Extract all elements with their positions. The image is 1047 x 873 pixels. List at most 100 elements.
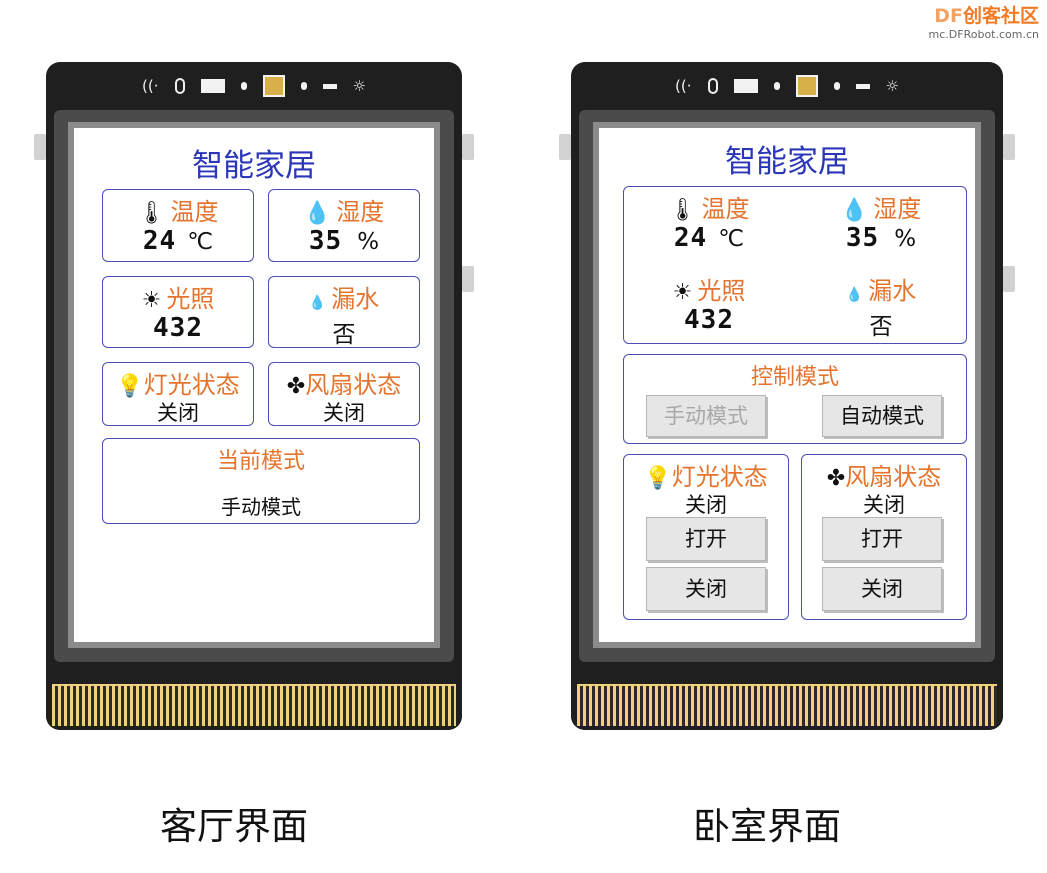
side-button bbox=[559, 134, 571, 160]
lamp-label: 灯光状态 bbox=[671, 463, 768, 491]
connector-pins bbox=[577, 686, 997, 726]
side-button bbox=[1003, 134, 1015, 160]
screen-bezel: 智能家居 🌡 温度 24 ℃ 💧 湿度 bbox=[579, 110, 995, 662]
edge-connector bbox=[571, 670, 1003, 730]
sensor-dot-icon bbox=[300, 82, 307, 90]
temperature-unit: ℃ bbox=[187, 229, 214, 255]
living-room-screen: 智能家居 🌡 温度 24 ℃ 💧 湿度 bbox=[74, 128, 434, 642]
light-value: 432 bbox=[684, 305, 734, 335]
side-button bbox=[1003, 266, 1015, 292]
light-panel: ☀ 光照 432 bbox=[102, 276, 254, 348]
humidity-value: 35 bbox=[845, 223, 880, 253]
lamp-label: 灯光状态 bbox=[143, 371, 240, 399]
humidity-unit: % bbox=[357, 229, 380, 255]
side-button bbox=[34, 134, 46, 160]
auto-mode-button[interactable]: 自动模式 bbox=[822, 395, 942, 437]
bedroom-device: ((· ☼ 智能家居 🌡 温度 24 ℃ bbox=[559, 62, 1015, 730]
current-mode-label: 当前模式 bbox=[216, 449, 305, 474]
sensor-panel: 🌡 温度 24 ℃ 💧 湿度 35 % bbox=[623, 186, 967, 344]
bedroom-screen: 智能家居 🌡 温度 24 ℃ 💧 湿度 bbox=[599, 128, 975, 642]
current-mode-value: 手动模式 bbox=[221, 495, 301, 519]
manual-mode-button[interactable]: 手动模式 bbox=[646, 395, 766, 437]
sensor-dot-icon bbox=[240, 82, 247, 90]
wireless-icon: ((· bbox=[142, 77, 159, 95]
humidity-label: 湿度 bbox=[873, 195, 922, 223]
watermark-url: mc.DFRobot.com.cn bbox=[928, 28, 1039, 41]
leak-label: 漏水 bbox=[868, 277, 917, 305]
humidity-value: 35 bbox=[308, 226, 343, 256]
connector-pins bbox=[52, 686, 456, 726]
sensor-bar: ((· ☼ bbox=[571, 62, 1003, 110]
leak-value: 否 bbox=[332, 322, 356, 348]
thermometer-icon: 🌡 bbox=[137, 201, 166, 226]
side-button bbox=[462, 266, 474, 292]
drops-icon: 💧 bbox=[308, 295, 327, 311]
watermark-brand: 创客社区 bbox=[962, 5, 1039, 27]
temperature-unit: ℃ bbox=[718, 226, 745, 252]
screen-frame: 智能家居 🌡 温度 24 ℃ 💧 湿度 bbox=[593, 122, 981, 648]
rgb-led-icon bbox=[795, 75, 818, 97]
bulb-icon: 💡 bbox=[644, 466, 672, 491]
rgb-led-icon bbox=[262, 75, 285, 97]
watermark: DF创客社区 mc.DFRobot.com.cn bbox=[929, 4, 1039, 42]
edge-connector bbox=[46, 670, 462, 730]
sensor-dash-icon bbox=[855, 83, 870, 89]
droplet-icon: 💧 bbox=[840, 198, 869, 223]
side-button bbox=[462, 134, 474, 160]
wireless-icon: ((· bbox=[675, 77, 692, 95]
bulb-icon: 💡 bbox=[116, 374, 144, 399]
lamp-value: 关闭 bbox=[685, 493, 727, 517]
sensor-dot-icon bbox=[773, 82, 780, 90]
light-label: 光照 bbox=[697, 277, 746, 305]
thermometer-icon: 🌡 bbox=[668, 198, 697, 223]
screen-frame: 智能家居 🌡 温度 24 ℃ 💧 湿度 bbox=[68, 122, 440, 648]
sensor-dash-icon bbox=[322, 83, 337, 89]
temperature-value: 24 bbox=[142, 226, 177, 256]
fan-label: 风扇状态 bbox=[845, 463, 942, 491]
light-label: 光照 bbox=[166, 285, 215, 313]
light-sensor-icon: ☼ bbox=[885, 77, 899, 95]
temperature-panel: 🌡 温度 24 ℃ bbox=[102, 189, 254, 262]
app-title: 智能家居 bbox=[725, 144, 849, 180]
fan-panel: ✤风扇状态 关闭 bbox=[268, 362, 420, 426]
fan-on-button[interactable]: 打开 bbox=[822, 517, 942, 561]
light-sensor-icon: ☼ bbox=[352, 77, 366, 95]
app-title: 智能家居 bbox=[192, 148, 316, 184]
watermark-df: DF bbox=[934, 5, 963, 27]
leak-label: 漏水 bbox=[331, 285, 380, 313]
control-mode-panel: 控制模式 手动模式 自动模式 bbox=[623, 354, 967, 444]
fan-icon: ✤ bbox=[826, 466, 846, 491]
fan-control-panel: ✤风扇状态 关闭 打开 关闭 bbox=[801, 454, 967, 620]
fan-off-button[interactable]: 关闭 bbox=[822, 567, 942, 611]
humidity-unit: % bbox=[894, 226, 917, 252]
sensor-window-icon bbox=[733, 79, 758, 93]
leak-panel: 💧 漏水 否 bbox=[268, 276, 420, 348]
living-room-device: ((· ☼ 智能家居 🌡 温度 24 ℃ bbox=[34, 62, 474, 730]
leak-value: 否 bbox=[869, 314, 893, 340]
sensor-dot-icon bbox=[833, 82, 840, 90]
humidity-label: 湿度 bbox=[336, 198, 385, 226]
light-value: 432 bbox=[153, 313, 203, 343]
sensor-bar: ((· ☼ bbox=[46, 62, 462, 110]
sun-icon: ☀ bbox=[141, 288, 162, 313]
screen-bezel: 智能家居 🌡 温度 24 ℃ 💧 湿度 bbox=[54, 110, 454, 662]
lamp-off-button[interactable]: 关闭 bbox=[646, 567, 766, 611]
lamp-panel: 💡灯光状态 关闭 bbox=[102, 362, 254, 426]
control-mode-label: 控制模式 bbox=[750, 365, 839, 390]
drops-icon: 💧 bbox=[845, 287, 864, 303]
lamp-on-button[interactable]: 打开 bbox=[646, 517, 766, 561]
fan-value: 关闭 bbox=[863, 493, 905, 517]
temperature-value: 24 bbox=[673, 223, 708, 253]
fan-value: 关闭 bbox=[323, 401, 365, 425]
lamp-control-panel: 💡灯光状态 关闭 打开 关闭 bbox=[623, 454, 789, 620]
microphone-icon bbox=[174, 78, 185, 94]
sun-icon: ☀ bbox=[672, 280, 693, 305]
droplet-icon: 💧 bbox=[303, 201, 332, 226]
temperature-label: 温度 bbox=[701, 195, 750, 223]
current-mode-panel: 当前模式 手动模式 bbox=[102, 438, 420, 524]
living-room-caption: 客厅界面 bbox=[160, 805, 308, 848]
fan-icon: ✤ bbox=[286, 374, 306, 399]
humidity-panel: 💧 湿度 35 % bbox=[268, 189, 420, 262]
sensor-window-icon bbox=[200, 79, 225, 93]
lamp-value: 关闭 bbox=[157, 401, 199, 425]
